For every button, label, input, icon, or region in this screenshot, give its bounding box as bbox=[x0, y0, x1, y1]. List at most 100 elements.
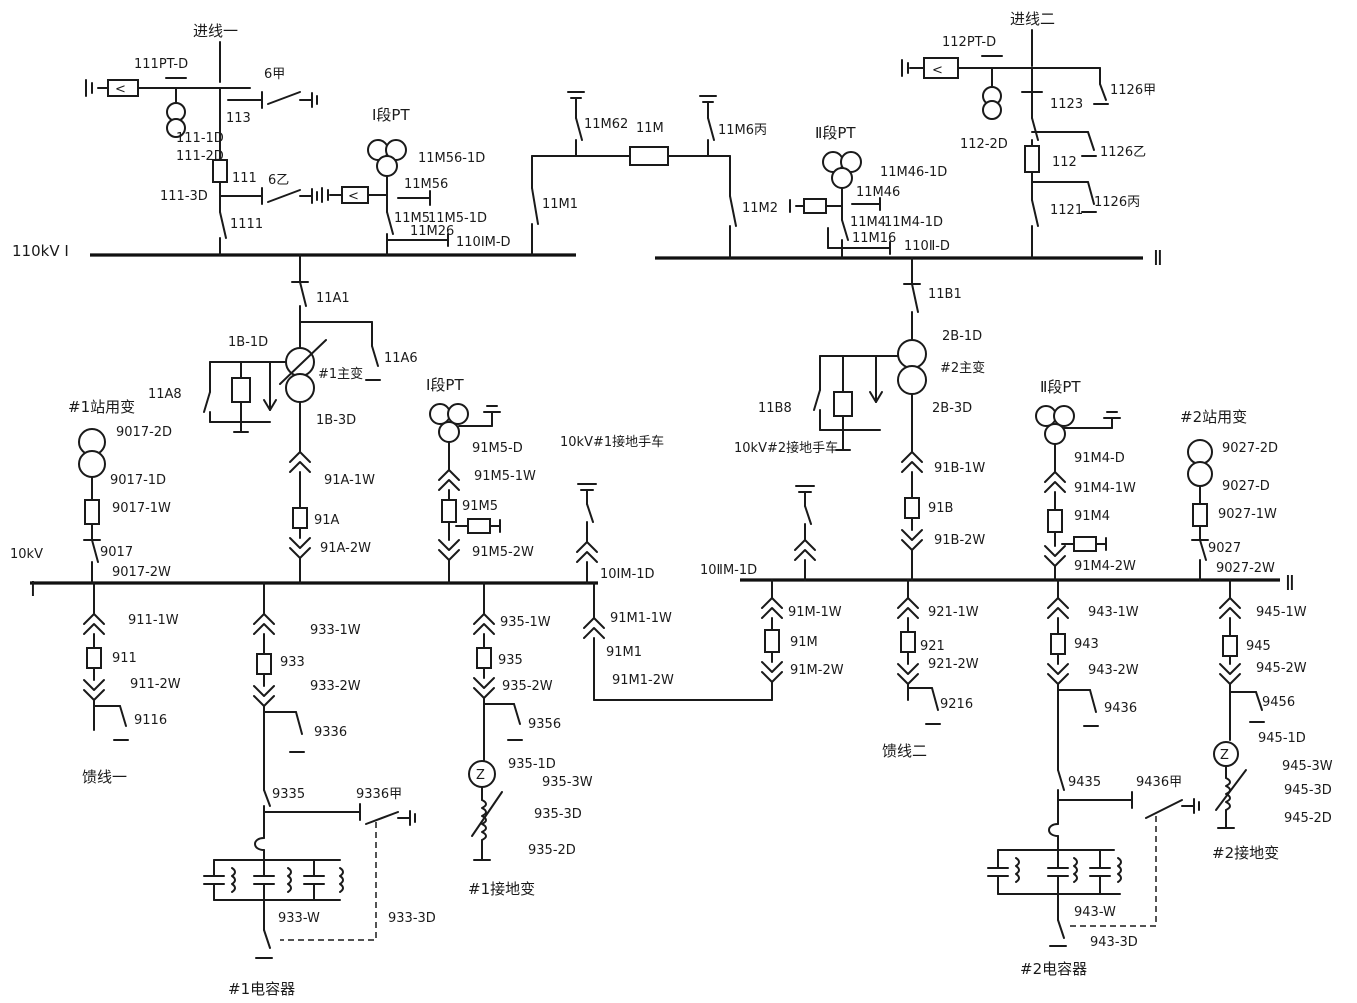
station-tf2-gs1: 9027-2D bbox=[1222, 441, 1278, 456]
bus-tie-10-mk4: 91M-2W bbox=[790, 663, 844, 678]
bus-pt-110-2-sw-pt: 11M46 bbox=[856, 185, 900, 200]
cap2-sw: 9435 bbox=[1068, 775, 1101, 790]
line-1-breaker-label: 111 bbox=[232, 171, 257, 186]
earthing-truck-1: 10kV#1接地手车 10ⅠM-1D bbox=[560, 434, 664, 584]
bus-pt-110-1-gs-pt: 11M56-1D bbox=[418, 151, 485, 166]
feeder-1-mk1: 911-1W bbox=[128, 613, 179, 628]
bus-pt-10kv-section2: Ⅱ段PT 91M4-D 91M4-1W 91M4 91M4-2W bbox=[1035, 378, 1136, 581]
bus-tie-110-earth1: 11M62 bbox=[584, 117, 628, 132]
feeder-1: 911-1W 911 911-2W 9116 馈线一 bbox=[82, 582, 181, 786]
line-1-sw-lower: 1111 bbox=[230, 217, 263, 232]
line-1-gs1: 111-1D bbox=[176, 131, 224, 146]
line-1-breaker bbox=[212, 159, 228, 183]
tf2-mk2: 91B-2W bbox=[934, 533, 985, 548]
tf1-name: #1主变 bbox=[318, 366, 363, 382]
svg-text:<: < bbox=[932, 63, 943, 78]
bus-tie-110-breaker-label: 11M bbox=[636, 121, 664, 136]
etf1-breaker: 935 bbox=[498, 653, 523, 668]
feeder-2-breaker: 921 bbox=[920, 639, 945, 654]
station-tf1-title: #1站用变 bbox=[68, 398, 135, 416]
etf1-earth: 9356 bbox=[528, 717, 561, 732]
feeder-2: 921-1W 921 921-2W 9216 馈线二 bbox=[882, 579, 979, 760]
label-bus-10kv-1: Ⅰ bbox=[30, 577, 36, 601]
earth-truck-1-gs: 10ⅠM-1D bbox=[600, 567, 655, 582]
station-transformer-1: #1站用变 9017-2D 9017-1D 9017-1W 9017 9017-… bbox=[68, 398, 172, 584]
incoming-line-1-title: 进线一 bbox=[193, 22, 238, 40]
bus-pt-110-2-gs-main: 11M4-1D bbox=[884, 215, 943, 230]
station-tf2-mk2: 9027-2W bbox=[1216, 561, 1275, 576]
cap2-breaker: 943 bbox=[1074, 637, 1099, 652]
earth-truck-1-label: 10kV#1接地手车 bbox=[560, 434, 664, 450]
line-2-breaker bbox=[1024, 145, 1040, 173]
tf2-lv-winding bbox=[897, 365, 927, 395]
bus-pt-10kv-section1: Ⅰ段PT 91M5-D 91M5-1W 91M5 91M5-2W bbox=[426, 376, 536, 584]
bus-pt-110-2-title: Ⅱ段PT bbox=[815, 124, 856, 142]
etf2-breaker: 945 bbox=[1246, 639, 1271, 654]
etf1-title: #1接地变 bbox=[468, 880, 535, 898]
bus-tie-10-mk1: 91M1-1W bbox=[610, 611, 672, 626]
bus-tie-110-breaker bbox=[629, 146, 669, 166]
station-tf2-title: #2站用变 bbox=[1180, 408, 1247, 426]
line-1-sw-upper: 113 bbox=[226, 111, 251, 126]
earthing-transformer-2: 945-1W 945 945-2W 9456 Z 945-1D 945-3W 9… bbox=[1212, 579, 1333, 862]
tf2-hv-winding bbox=[897, 339, 927, 369]
feeder-1-mk2: 911-2W bbox=[130, 677, 181, 692]
tf2-neutral-sw: 11B8 bbox=[758, 401, 792, 416]
bus-pt-10-1-name: 91M5 bbox=[462, 499, 498, 514]
bus-tie-10-breaker-left: 91M1 bbox=[606, 645, 642, 660]
line-2-sw-lower: 1121 bbox=[1050, 203, 1083, 218]
cap2-title: #2电容器 bbox=[1020, 960, 1087, 978]
tf1-sw-hv: 11A1 bbox=[316, 291, 350, 306]
cap1-earth-jia: 9336甲 bbox=[356, 787, 402, 802]
svg-text:Z: Z bbox=[476, 768, 485, 783]
line-2-sw-upper: 1123 bbox=[1050, 97, 1083, 112]
etf1-mk2: 935-2W bbox=[502, 679, 553, 694]
capacitor-bank-1: 933-1W 933 933-2W 9336 9335 9336甲 bbox=[203, 582, 436, 998]
cap2-mk1: 943-1W bbox=[1088, 605, 1139, 620]
feeder-2-earth: 9216 bbox=[940, 697, 973, 712]
cap1-title: #1电容器 bbox=[228, 980, 295, 998]
tf2-gs-hv: 2B-1D bbox=[942, 329, 982, 344]
bus-pt-110-1-gs-main: 11M5-1D bbox=[428, 211, 487, 226]
bus-pt-110-1-title: Ⅰ段PT bbox=[372, 106, 410, 124]
tf2-gs-lv: 2B-3D bbox=[932, 401, 972, 416]
incoming-line-1: 进线一 < 111PT-D 6甲 113 111-1D 111-2D 111 1… bbox=[85, 22, 318, 256]
line-1-gs3: 111-3D bbox=[160, 189, 208, 204]
tf1-hv-winding bbox=[285, 347, 315, 377]
tf1-neutral-sw: 11A8 bbox=[148, 387, 182, 402]
bus-pt-110-2-gs-pt: 11M46-1D bbox=[880, 165, 947, 180]
earthing-transformer-1: 935-1W 935 935-2W 9356 Z 935-1D 935-3W 9… bbox=[468, 582, 593, 898]
bus-pt-110-1-sw-earth: 11M26 bbox=[410, 224, 454, 239]
cap2-earth: 9436 bbox=[1104, 701, 1137, 716]
bus-pt-110-2-gs-bus: 110Ⅱ-D bbox=[904, 239, 950, 254]
line-2-earth-yi: 1126乙 bbox=[1100, 145, 1146, 160]
etf1-gs3: 935-2D bbox=[528, 843, 576, 858]
etf1-mk3: 935-3W bbox=[542, 775, 593, 790]
etf2-mk2: 945-2W bbox=[1256, 661, 1307, 676]
etf2-mk1: 945-1W bbox=[1256, 605, 1307, 620]
cap2-earth-jia: 9436甲 bbox=[1136, 775, 1182, 790]
station-transformer-2: #2站用变 9027-2D 9027-D 9027-1W 9027 9027-2… bbox=[1180, 408, 1278, 581]
bus-pt-110-1-sw-pt: 11M56 bbox=[404, 177, 448, 192]
bus-tie-110-sw1: 11M1 bbox=[542, 197, 578, 212]
etf1-gs1: 935-1D bbox=[508, 757, 556, 772]
line-1-pt-cabinet bbox=[107, 79, 139, 97]
bus-pt-110-2-sw-main: 11M4 bbox=[850, 215, 886, 230]
capacitor-bank-2: 943-1W 943 943-2W 9436 9435 9436甲 bbox=[987, 579, 1200, 978]
station-tf1-sw: 9017 bbox=[100, 545, 133, 560]
bus-tie-110-earth2: 11M6丙 bbox=[718, 123, 767, 138]
tf1-earth-hv: 11A6 bbox=[384, 351, 418, 366]
station-tf2-sw: 9027 bbox=[1208, 541, 1241, 556]
bus-pt-10-2-name: 91M4 bbox=[1074, 509, 1110, 524]
line-1-earth-yi: 6乙 bbox=[268, 173, 289, 188]
tf1-mk1: 91A-1W bbox=[324, 473, 375, 488]
tf1-breaker-label: 91A bbox=[314, 513, 340, 528]
bus-pt-10-1-mk1: 91M5-1W bbox=[474, 469, 536, 484]
bus-tie-10-breaker-right: 91M bbox=[790, 635, 818, 650]
main-transformer-2: 11B1 2B-1D #2主变 2B-3D 11B8 91B-1W 91B 91… bbox=[758, 257, 985, 581]
label-bus-110kv-2: Ⅱ bbox=[1153, 246, 1163, 270]
svg-text:<: < bbox=[348, 189, 359, 204]
line-2-pt-label: 112PT-D bbox=[942, 35, 996, 50]
cap1-earth: 9336 bbox=[314, 725, 347, 740]
cap1-breaker: 933 bbox=[280, 655, 305, 670]
